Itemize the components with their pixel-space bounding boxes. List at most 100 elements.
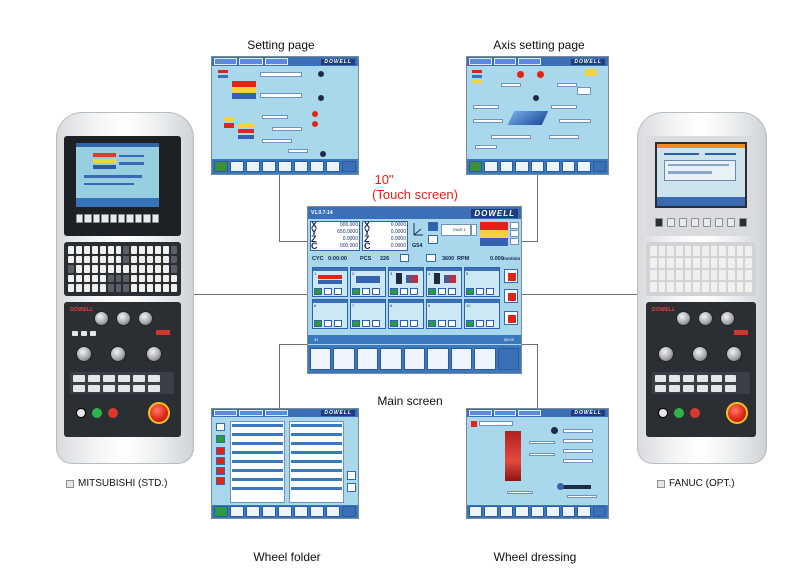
fanuc-feed-hold-button[interactable]	[674, 408, 684, 418]
wrench-icon[interactable]	[428, 235, 438, 244]
axis-y: Y	[311, 227, 318, 237]
footer-left-value: 31	[314, 337, 319, 342]
main-axis-button[interactable]	[356, 348, 379, 370]
fanuc-display	[655, 142, 747, 208]
mpg-knob[interactable]	[146, 346, 162, 362]
console-brand-left: DOWELL	[70, 307, 94, 313]
pcs-value: 226	[380, 256, 390, 262]
mitsubishi-softkeys[interactable]	[76, 214, 159, 223]
cycle-label: CYC	[312, 256, 324, 262]
distance-c-value: 0.0000	[390, 243, 406, 249]
arrow-down-icon[interactable]	[347, 483, 356, 492]
axis-setting-page-screen[interactable]: DOWELL	[466, 56, 609, 175]
main-wheel-button[interactable]	[310, 348, 332, 370]
fanuc-softkeys[interactable]	[655, 218, 747, 227]
caption-main-screen: Main screen	[377, 394, 443, 408]
fanuc-rapid-knob[interactable]	[720, 311, 735, 326]
fanuc-operator-panel: DOWELL	[646, 302, 756, 437]
connector-folder-v	[279, 344, 280, 408]
connector-right-console	[522, 294, 637, 295]
page-report-icon[interactable]	[504, 289, 518, 303]
axis-page-refresh-icon[interactable]	[592, 160, 606, 173]
tile-number-2: 2	[352, 271, 355, 276]
feed-override-knob[interactable]	[94, 311, 109, 326]
fanuc-checkbox[interactable]	[657, 480, 665, 488]
tile-number-1: 1	[314, 271, 317, 276]
caption-setting-page: Setting page	[247, 38, 315, 52]
rpm-value: 3600	[442, 256, 455, 262]
main-refresh-icon[interactable]	[497, 348, 519, 370]
tile-number-6: 6	[314, 303, 317, 308]
fanuc-keypad[interactable]	[646, 242, 756, 296]
spindle-override-knob[interactable]	[116, 311, 131, 326]
axis-x: X	[311, 220, 318, 230]
wheel-folder-wrench-icon[interactable]	[216, 423, 225, 431]
mitsubishi-console: DOWELL	[56, 112, 194, 464]
fanuc-bezel	[646, 136, 756, 236]
folder-icon[interactable]	[428, 222, 438, 231]
wheel-dressing-screen[interactable]: DOWELL	[466, 408, 609, 519]
cycle-start-button[interactable]	[76, 408, 86, 418]
mitsubishi-checkbox[interactable]	[66, 480, 74, 488]
page-log-icon[interactable]	[504, 311, 518, 325]
distance-z-value: 0.0000	[390, 236, 406, 242]
jog-knob[interactable]	[110, 346, 126, 362]
wheel-dressing-logo: DOWELL	[571, 410, 605, 416]
counter-reset-icon[interactable]	[400, 254, 409, 262]
distance-y-value: 0.0000	[390, 229, 406, 235]
feed-unit: mm/min	[503, 256, 521, 261]
fanuc-mode-knob[interactable]	[658, 346, 674, 362]
main-blank-button[interactable]	[380, 348, 402, 370]
wheel-folder-trash-icon[interactable]	[216, 435, 225, 443]
tile-number-7: 7	[352, 303, 355, 308]
rapid-override-knob[interactable]	[138, 311, 153, 326]
arrow-up-icon[interactable]	[347, 471, 356, 480]
fanuc-jog-knob[interactable]	[692, 346, 708, 362]
pcs-label: PCS	[360, 256, 372, 262]
machine-y-value: 650.0000	[337, 229, 358, 235]
tile-number-10: 10	[466, 303, 471, 308]
fanuc-mpg-knob[interactable]	[726, 346, 742, 362]
feed-value: 0.000	[490, 256, 504, 262]
reset-button[interactable]	[108, 408, 118, 418]
main-blank-button-2[interactable]	[427, 348, 449, 370]
caption-wheel-dressing: Wheel dressing	[493, 550, 577, 564]
wheel-dressing-refresh-icon[interactable]	[592, 506, 606, 517]
setting-page-screen[interactable]: DOWELL	[211, 56, 359, 175]
feed-hold-button[interactable]	[92, 408, 102, 418]
fanuc-feed-knob[interactable]	[676, 311, 691, 326]
block-label: DIAR.1	[453, 227, 466, 232]
connector-setting-h	[279, 241, 307, 242]
axis-y-right: Y	[364, 227, 371, 237]
connector-dressing-v	[537, 344, 538, 408]
machine-z-value: 0.0000	[342, 236, 358, 242]
mitsubishi-bezel	[64, 136, 181, 236]
console-brand-right: DOWELL	[652, 307, 676, 313]
wheel-folder-refresh-icon[interactable]	[342, 506, 356, 517]
wheel-folder-screen[interactable]: DOWELL	[211, 408, 359, 519]
main-fan-icon[interactable]	[450, 348, 473, 370]
tile-number-8: 8	[390, 303, 393, 308]
main-version: V1.0.7-14	[311, 210, 333, 216]
mode-knob[interactable]	[76, 346, 92, 362]
cycle-value: 0:00:00	[328, 256, 347, 262]
fanuc-reset-button[interactable]	[690, 408, 700, 418]
emergency-stop-button[interactable]	[148, 402, 170, 424]
main-report-button[interactable]	[403, 348, 426, 370]
mitsubishi-keypad[interactable]	[64, 242, 181, 296]
fanuc-emergency-stop-button[interactable]	[726, 402, 748, 424]
connector-axis	[537, 175, 538, 241]
mitsubishi-label: MITSUBISHI (STD.)	[78, 478, 168, 489]
main-dress-button[interactable]	[333, 348, 355, 370]
connector-axis-h	[522, 241, 538, 242]
fanuc-cycle-start-button[interactable]	[658, 408, 668, 418]
setting-page-refresh-icon[interactable]	[342, 160, 356, 173]
fanuc-spindle-knob[interactable]	[698, 311, 713, 326]
main-screen[interactable]: V1.0.7-14 DOWELL X Y Z C 000.000 650.000…	[307, 206, 522, 374]
axis-z: Z	[311, 234, 317, 244]
main-fan-icon-2[interactable]	[474, 348, 496, 370]
tile-number-5: 5	[466, 271, 469, 276]
machine-position-panel	[310, 221, 360, 251]
coordinate-axes-icon	[413, 223, 423, 236]
page-pdf-icon[interactable]	[504, 269, 518, 283]
